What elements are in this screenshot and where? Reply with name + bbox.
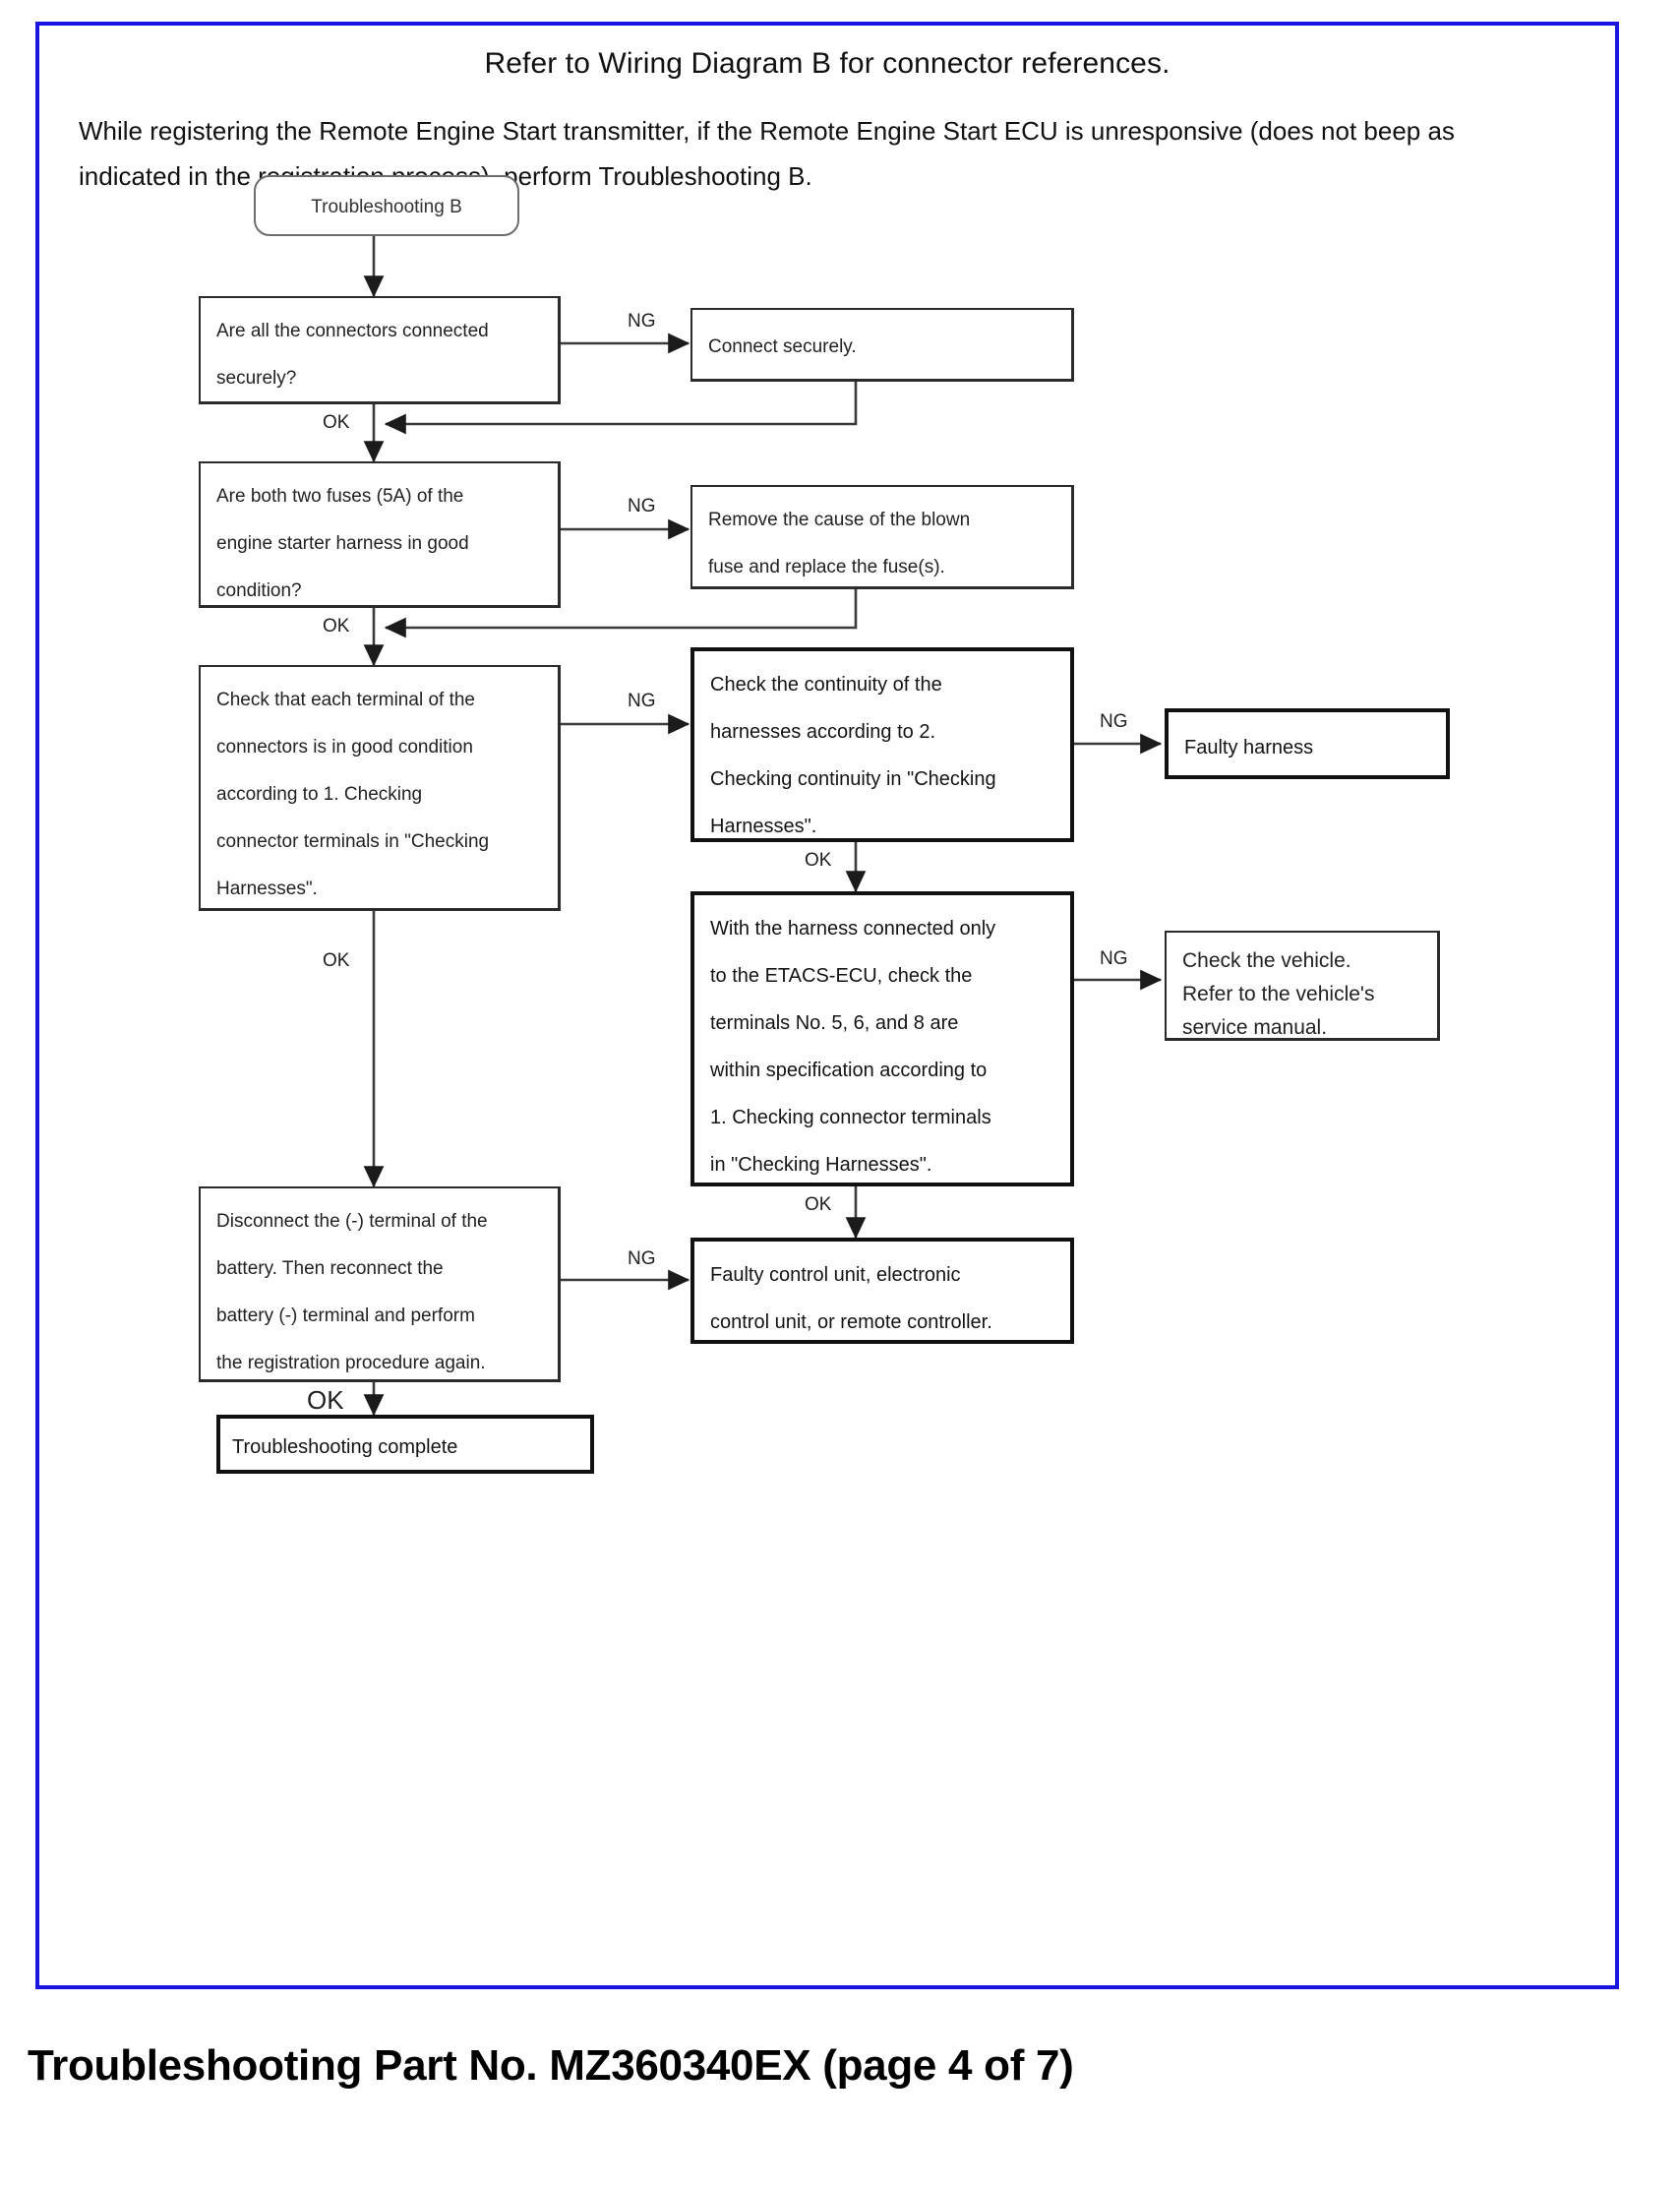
node-result-faulty-harness-label: Faulty harness [1184,737,1314,759]
footer-caption: Troubleshooting Part No. MZ360340EX (pag… [28,2041,1074,2090]
edge-label-ok-4: OK [805,850,832,871]
node-start: Troubleshooting B [254,175,519,236]
node-question-etacs-terminals-label: With the harness connected only to the E… [710,918,996,1176]
node-end-complete: Troubleshooting complete [216,1415,594,1474]
edge-label-ng-5: NG [1100,948,1128,969]
edge-label-ok-3: OK [323,950,350,971]
node-question-terminals-label: Check that each terminal of the connecto… [216,690,490,899]
node-action-connect-securely: Connect securely. [690,308,1074,382]
node-result-check-vehicle-label: Check the vehicle. Refer to the vehicle'… [1182,949,1375,1039]
node-question-battery-reset-label: Disconnect the (-) terminal of the batte… [216,1211,488,1373]
node-question-continuity: Check the continuity of the harnesses ac… [690,647,1074,842]
edge-label-ng-3: NG [628,691,656,711]
edge-label-ok-1: OK [323,412,350,433]
node-result-faulty-control-unit: Faulty control unit, electronic control … [690,1238,1074,1344]
node-action-replace-fuse-label: Remove the cause of the blown fuse and r… [708,510,971,577]
node-action-connect-securely-label: Connect securely. [708,336,857,357]
node-action-replace-fuse: Remove the cause of the blown fuse and r… [690,485,1074,589]
node-question-connectors-label: Are all the connectors connected securel… [216,321,489,389]
edge-label-ok-5: OK [805,1194,832,1215]
page-border-frame: Refer to Wiring Diagram B for connector … [35,22,1619,1989]
troubleshooting-flowchart: Troubleshooting B Are all the connectors… [39,26,1623,1993]
edge-label-ng-6: NG [628,1248,656,1269]
intro-paragraph: While registering the Remote Engine Star… [79,116,1455,191]
node-question-connectors: Are all the connectors connected securel… [199,296,561,404]
edge-label-ok-2: OK [323,616,350,637]
edge-label-ng-2: NG [628,496,656,516]
edge-label-ng-1: NG [628,311,656,332]
node-question-etacs-terminals: With the harness connected only to the E… [690,891,1074,1186]
node-result-check-vehicle: Check the vehicle. Refer to the vehicle'… [1165,931,1440,1041]
node-result-faulty-harness: Faulty harness [1165,708,1450,779]
node-result-faulty-control-unit-label: Faulty control unit, electronic control … [710,1264,992,1333]
node-end-complete-label: Troubleshooting complete [232,1436,458,1458]
page-title: Refer to Wiring Diagram B for connector … [484,47,1170,80]
node-question-battery-reset: Disconnect the (-) terminal of the batte… [199,1186,561,1382]
edge-label-ok-6: OK [307,1385,344,1415]
node-question-fuses-label: Are both two fuses (5A) of the engine st… [216,486,469,601]
node-question-terminals: Check that each terminal of the connecto… [199,665,561,911]
node-start-label: Troubleshooting B [311,197,462,217]
node-question-continuity-label: Check the continuity of the harnesses ac… [710,674,996,837]
node-question-fuses: Are both two fuses (5A) of the engine st… [199,461,561,608]
edge-label-ng-4: NG [1100,711,1128,732]
